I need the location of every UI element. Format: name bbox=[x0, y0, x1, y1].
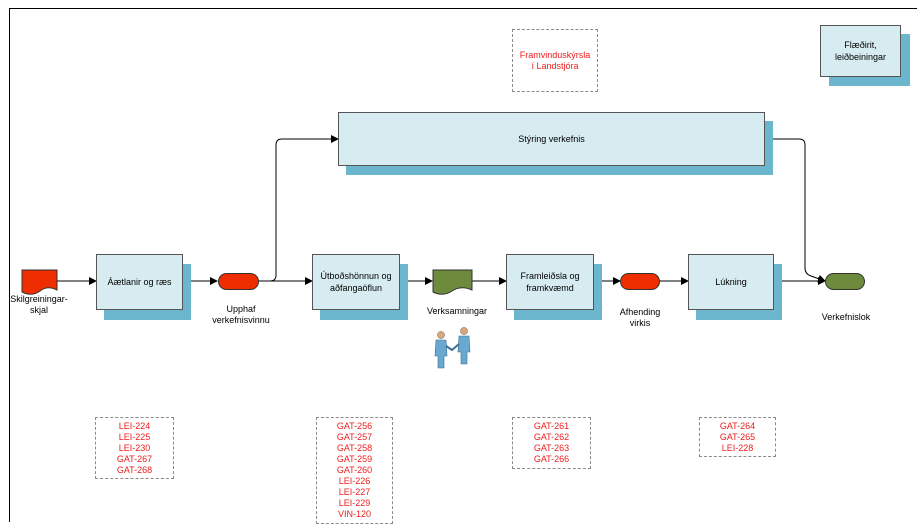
reference-code: GAT-256 bbox=[336, 421, 373, 431]
reference-code: GAT-257 bbox=[336, 432, 373, 442]
reference-code: LEI-226 bbox=[338, 476, 371, 486]
delivery-terminal[interactable] bbox=[620, 273, 660, 290]
process-production[interactable]: Framleiðsla og framkvæmd bbox=[506, 254, 594, 310]
process-production-label: Framleiðsla og framkvæmd bbox=[520, 271, 580, 293]
reference-box-production: GAT-261 GAT-262 GAT-263 GAT-266 bbox=[512, 417, 591, 469]
legend-label: Flæðirit, leiðbeiningar bbox=[834, 40, 887, 62]
diagram-frame bbox=[9, 8, 917, 522]
reference-code: GAT-264 bbox=[719, 421, 756, 431]
process-planning-label: Áætlanir og ræs bbox=[107, 277, 172, 287]
reference-code: GAT-268 bbox=[116, 465, 153, 475]
reference-code: LEI-224 bbox=[118, 421, 151, 431]
red-document-icon bbox=[21, 269, 58, 295]
reference-code: LEI-225 bbox=[118, 432, 151, 442]
process-closure-label: Lúkning bbox=[715, 277, 747, 287]
reference-code: GAT-262 bbox=[533, 432, 570, 442]
management-process[interactable]: Stýring verkefnis bbox=[338, 112, 765, 166]
reference-code: GAT-260 bbox=[336, 465, 373, 475]
contracts-label: Verksamningar bbox=[426, 306, 488, 316]
reference-code: GAT-259 bbox=[336, 454, 373, 464]
arrow-management-to-end bbox=[763, 138, 826, 283]
process-planning-and-launch[interactable]: Áætlanir og ræs bbox=[96, 254, 183, 310]
reference-code: GAT-265 bbox=[719, 432, 756, 442]
delivery-label: Afhending virkis bbox=[619, 307, 661, 328]
start-design-terminal[interactable] bbox=[218, 273, 259, 290]
process-tender-design[interactable]: Útboðshönnun og aðfangaöflun bbox=[312, 254, 400, 310]
reference-code: LEI-230 bbox=[118, 443, 151, 453]
progress-report-note: Framvinduskýrsla í Landstjóra bbox=[512, 29, 598, 92]
start-design-label: Upphaf verkefnisvinnu bbox=[212, 304, 270, 325]
progress-report-label: Framvinduskýrsla í Landstjóra bbox=[519, 49, 591, 71]
project-end-label: Verkefnislok bbox=[821, 312, 871, 322]
reference-code: GAT-258 bbox=[336, 443, 373, 453]
management-label: Stýring verkefnis bbox=[518, 134, 585, 144]
reference-code: GAT-261 bbox=[533, 421, 570, 431]
reference-code: LEI-227 bbox=[338, 487, 371, 497]
process-closure[interactable]: Lúkning bbox=[688, 254, 774, 310]
reference-code: GAT-263 bbox=[533, 443, 570, 453]
reference-code: GAT-266 bbox=[533, 454, 570, 464]
legend-box[interactable]: Flæðirit, leiðbeiningar bbox=[820, 25, 901, 77]
reference-code: LEI-228 bbox=[721, 443, 754, 453]
project-end-terminal[interactable] bbox=[825, 273, 865, 290]
green-document-icon bbox=[432, 269, 473, 295]
reference-code: GAT-267 bbox=[116, 454, 153, 464]
reference-box-tender: GAT-256 GAT-257 GAT-258 GAT-259 GAT-260 … bbox=[316, 417, 393, 524]
reference-box-closure: GAT-264 GAT-265 LEI-228 bbox=[699, 417, 776, 457]
process-tender-label: Útboðshönnun og aðfangaöflun bbox=[320, 271, 392, 293]
reference-code: VIN-120 bbox=[337, 509, 372, 519]
input-document-label: Skilgreiningar- skjal bbox=[10, 294, 68, 315]
handshake-icon bbox=[434, 327, 471, 369]
reference-code: LEI-229 bbox=[338, 498, 371, 508]
reference-box-planning: LEI-224 LEI-225 LEI-230 GAT-267 GAT-268 bbox=[95, 417, 174, 479]
